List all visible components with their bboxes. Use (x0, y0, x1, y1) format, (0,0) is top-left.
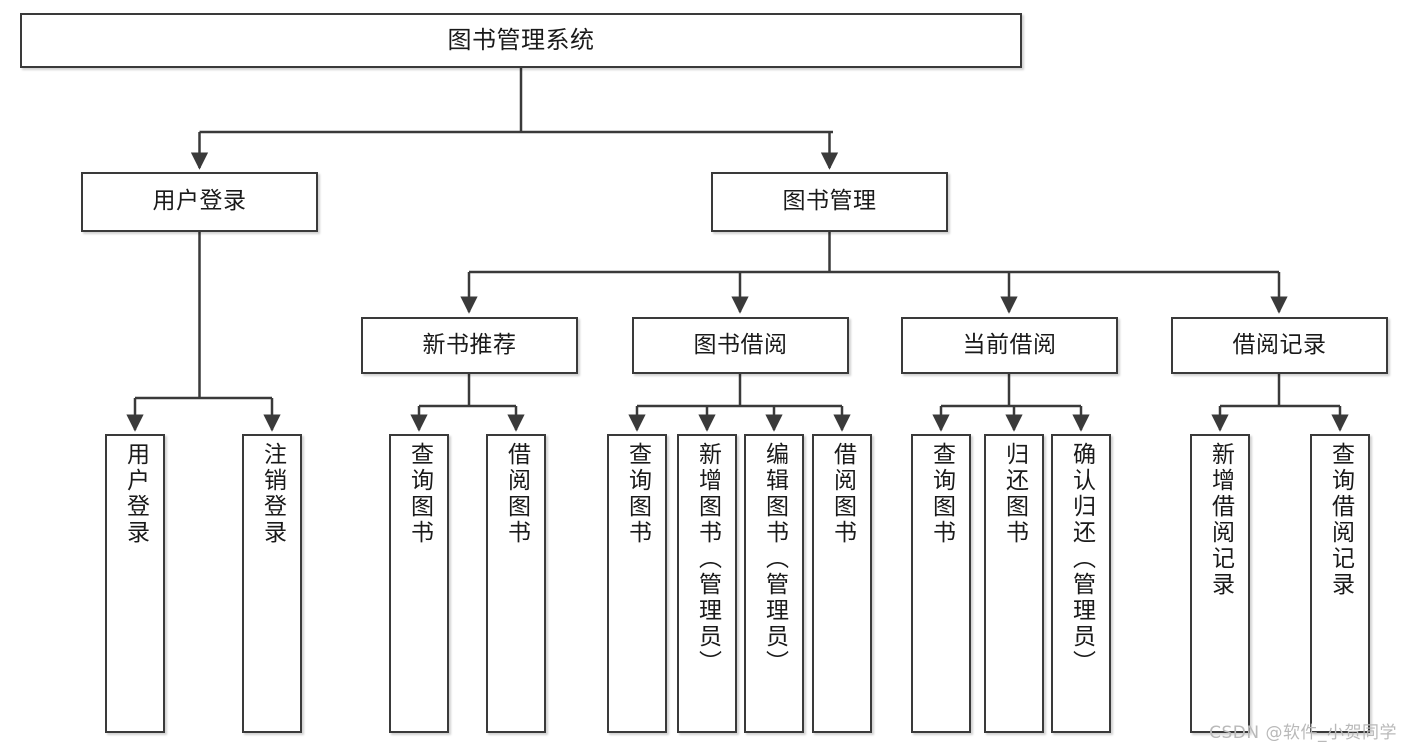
node-label: 新增图书（管理员） (694, 442, 721, 676)
csdn-watermark: CSDN @软件_小贺同学 (1209, 723, 1397, 743)
node-leaf-confirm-return[interactable]: 确认归还（管理员） (1051, 434, 1111, 733)
node-label: 图书借阅 (693, 331, 788, 358)
node-leaf-query-book-1[interactable]: 查询图书 (389, 434, 449, 733)
node-book-borrow[interactable]: 图书借阅 (632, 317, 849, 374)
node-label: 用户登录 (122, 442, 149, 546)
node-book-manage[interactable]: 图书管理 (711, 172, 948, 232)
node-root-system[interactable]: 图书管理系统 (20, 13, 1022, 68)
node-leaf-query-book-2[interactable]: 查询图书 (607, 434, 667, 733)
node-label: 新增借阅记录 (1207, 442, 1234, 598)
node-label: 图书管理 (782, 188, 877, 215)
node-label: 归还图书 (1001, 442, 1028, 546)
node-user-login[interactable]: 用户登录 (81, 172, 318, 232)
node-label: 当前借阅 (962, 331, 1057, 358)
node-borrow-record[interactable]: 借阅记录 (1171, 317, 1388, 374)
node-label: 查询图书 (406, 442, 433, 546)
node-leaf-return-book[interactable]: 归还图书 (984, 434, 1044, 733)
node-leaf-query-record[interactable]: 查询借阅记录 (1310, 434, 1370, 733)
node-new-book-rec[interactable]: 新书推荐 (361, 317, 578, 374)
node-leaf-borrow-book-2[interactable]: 借阅图书 (812, 434, 872, 733)
node-label: 借阅图书 (829, 442, 856, 546)
node-label: 用户登录 (152, 188, 247, 215)
node-label: 注销登录 (259, 442, 286, 546)
node-leaf-add-book[interactable]: 新增图书（管理员） (677, 434, 737, 733)
node-leaf-edit-book[interactable]: 编辑图书（管理员） (744, 434, 804, 733)
node-leaf-add-record[interactable]: 新增借阅记录 (1190, 434, 1250, 733)
node-label: 借阅图书 (503, 442, 530, 546)
node-label: 查询图书 (928, 442, 955, 546)
node-current-borrow[interactable]: 当前借阅 (901, 317, 1118, 374)
node-label: 编辑图书（管理员） (761, 442, 788, 676)
node-leaf-query-book-3[interactable]: 查询图书 (911, 434, 971, 733)
node-leaf-borrow-book-1[interactable]: 借阅图书 (486, 434, 546, 733)
node-leaf-logout[interactable]: 注销登录 (242, 434, 302, 733)
node-label: 图书管理系统 (447, 26, 595, 55)
node-label: 确认归还（管理员） (1068, 442, 1095, 676)
node-label: 借阅记录 (1232, 331, 1327, 358)
node-label: 查询图书 (624, 442, 651, 546)
node-leaf-user-login[interactable]: 用户登录 (105, 434, 165, 733)
node-label: 查询借阅记录 (1327, 442, 1354, 598)
node-label: 新书推荐 (422, 331, 517, 358)
